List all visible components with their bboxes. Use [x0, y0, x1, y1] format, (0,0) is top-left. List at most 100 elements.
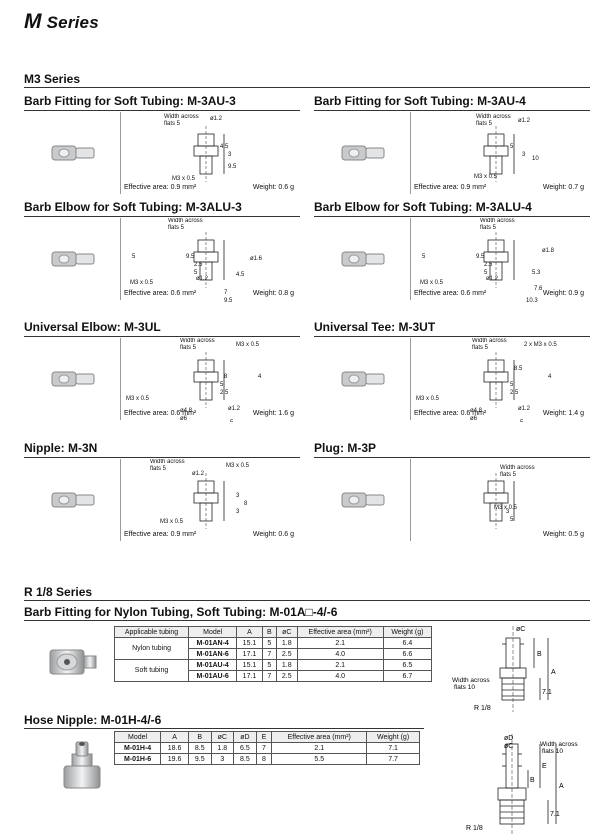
dim-label-oc: øC	[504, 743, 513, 750]
m3-effective-area: Effective area: 0.6 mm²	[124, 410, 197, 417]
m3-dimension-label: 5	[422, 254, 426, 260]
table-cell: 17.1	[236, 670, 263, 682]
hose-nipple-rule	[24, 728, 424, 729]
table-cell: 4.0	[296, 648, 384, 660]
m3-dimension-label: Width across	[476, 114, 511, 120]
table-cell: 6.5	[233, 742, 257, 754]
m3-section-rule	[24, 87, 590, 88]
table-cell: 4.0	[296, 670, 384, 682]
table-cell: 8	[255, 753, 273, 765]
dim-label-b: B	[537, 651, 542, 658]
table-cell: 2.5	[275, 670, 298, 682]
m3-dimension-label: 5	[194, 270, 198, 276]
dim-label-thread-length: 7.1	[542, 689, 552, 696]
m3-dimension-label: M3 x 0.5	[172, 176, 196, 182]
table-cell: M-01AN-6	[188, 648, 238, 660]
table-cell: 19.6	[160, 753, 189, 765]
m3-product-rule	[24, 457, 300, 458]
table-cell: 15.1	[236, 659, 263, 671]
m3-dimension-label: flats 5	[500, 472, 517, 478]
m3-product-rule	[314, 336, 590, 337]
table-cell: 7.7	[366, 753, 420, 765]
dim-label-r18: R 1/8	[466, 825, 483, 832]
m3-dimension-label: 5	[484, 270, 488, 276]
m3-dimension-label: 3	[236, 509, 240, 515]
m3-dimension-label: flats 5	[180, 345, 197, 351]
m3-cell-divider	[410, 338, 411, 420]
m3-dimension-label: 5	[510, 144, 514, 150]
m3-dimension-label: 2 x M3 x 0.5	[524, 342, 557, 348]
m3-cell-divider	[410, 459, 411, 541]
m3-product-photo	[341, 251, 385, 267]
dim-label-a: A	[559, 783, 564, 790]
dim-label-oc: øC	[516, 626, 525, 633]
m3-cell-divider	[410, 112, 411, 194]
m3-dimension-label: 3	[522, 152, 526, 158]
m3-weight: Weight: 0.5 g	[542, 531, 584, 538]
table-header-cell: øC	[210, 731, 235, 743]
m3-dimension-label: 4.5	[220, 144, 229, 150]
m3-dimension-label: ø6	[470, 416, 478, 422]
table-cell: M-01AU-4	[188, 659, 238, 671]
m3-dimension-label: M3 x 0.5	[494, 505, 518, 511]
m3-dimension-label: 5	[510, 382, 514, 388]
m3-weight: Weight: 0.7 g	[542, 184, 584, 191]
barb-fitting-r18-photo	[49, 649, 97, 675]
m3-weight: Weight: 0.6 g	[252, 531, 294, 538]
m3-dimension-label: 2.5	[484, 262, 493, 268]
m3-dimension-label: flats 5	[476, 121, 493, 127]
m3-dimension-label: 5	[132, 254, 136, 260]
dim-label-a: A	[551, 669, 556, 676]
table-header-cell: Model	[188, 626, 238, 638]
table-cell: M-01H-4	[113, 742, 162, 754]
tubing-group-cell: Nylon tubing	[113, 637, 190, 660]
hose-nipple-photo	[63, 741, 101, 789]
m3-dimension-label: 4.5	[236, 272, 245, 278]
table-cell: 15.1	[236, 637, 263, 649]
m3-weight: Weight: 1.4 g	[542, 410, 584, 417]
m3-dimension-label: 8.5	[514, 366, 523, 372]
table-cell: 6.4	[382, 637, 433, 649]
table-cell: 8.5	[233, 753, 257, 765]
m3-cell-divider	[120, 218, 121, 300]
table-cell: 7	[261, 648, 277, 660]
m3-dimension-label: 3	[228, 152, 232, 158]
m3-product-rule	[24, 336, 300, 337]
dim-label-od: øD	[504, 735, 513, 742]
m3-product-rule	[314, 216, 590, 217]
dim-label-flats: flats 10	[454, 684, 475, 691]
m3-effective-area: Effective area: 0.6 mm²	[414, 410, 487, 417]
m3-dimension-label: 5	[520, 420, 524, 422]
table-header-cell: B	[261, 626, 277, 638]
m3-dimension-label: ø1.2	[518, 118, 531, 124]
m3-dimension-label: ø1.2	[518, 406, 531, 412]
m3-weight: Weight: 1.6 g	[252, 410, 294, 417]
m3-dimension-label: 9.5	[186, 254, 195, 260]
table-cell: M-01H-6	[113, 753, 162, 765]
m3-dimension-label: Width across	[500, 465, 535, 471]
m3-product-title: Plug: M-3P	[314, 441, 376, 455]
m3-section-title: M3 Series	[24, 72, 81, 86]
table-cell: 2.5	[275, 648, 298, 660]
m3-product-photo	[341, 371, 385, 387]
table-cell: 6.5	[382, 659, 433, 671]
m3-effective-area: Effective area: 0.9 mm²	[414, 184, 487, 191]
m3-product-photo	[51, 492, 95, 508]
table-header-cell: Effective area (mm²)	[271, 731, 368, 743]
table-header-cell: øC	[275, 626, 298, 638]
m3-dimension-label: 7	[224, 290, 228, 296]
m3-dimension-label: flats 5	[480, 225, 497, 231]
m3-dimension-label: M3 x 0.5	[474, 174, 498, 180]
m3-dimension-label: Width across	[150, 459, 185, 465]
